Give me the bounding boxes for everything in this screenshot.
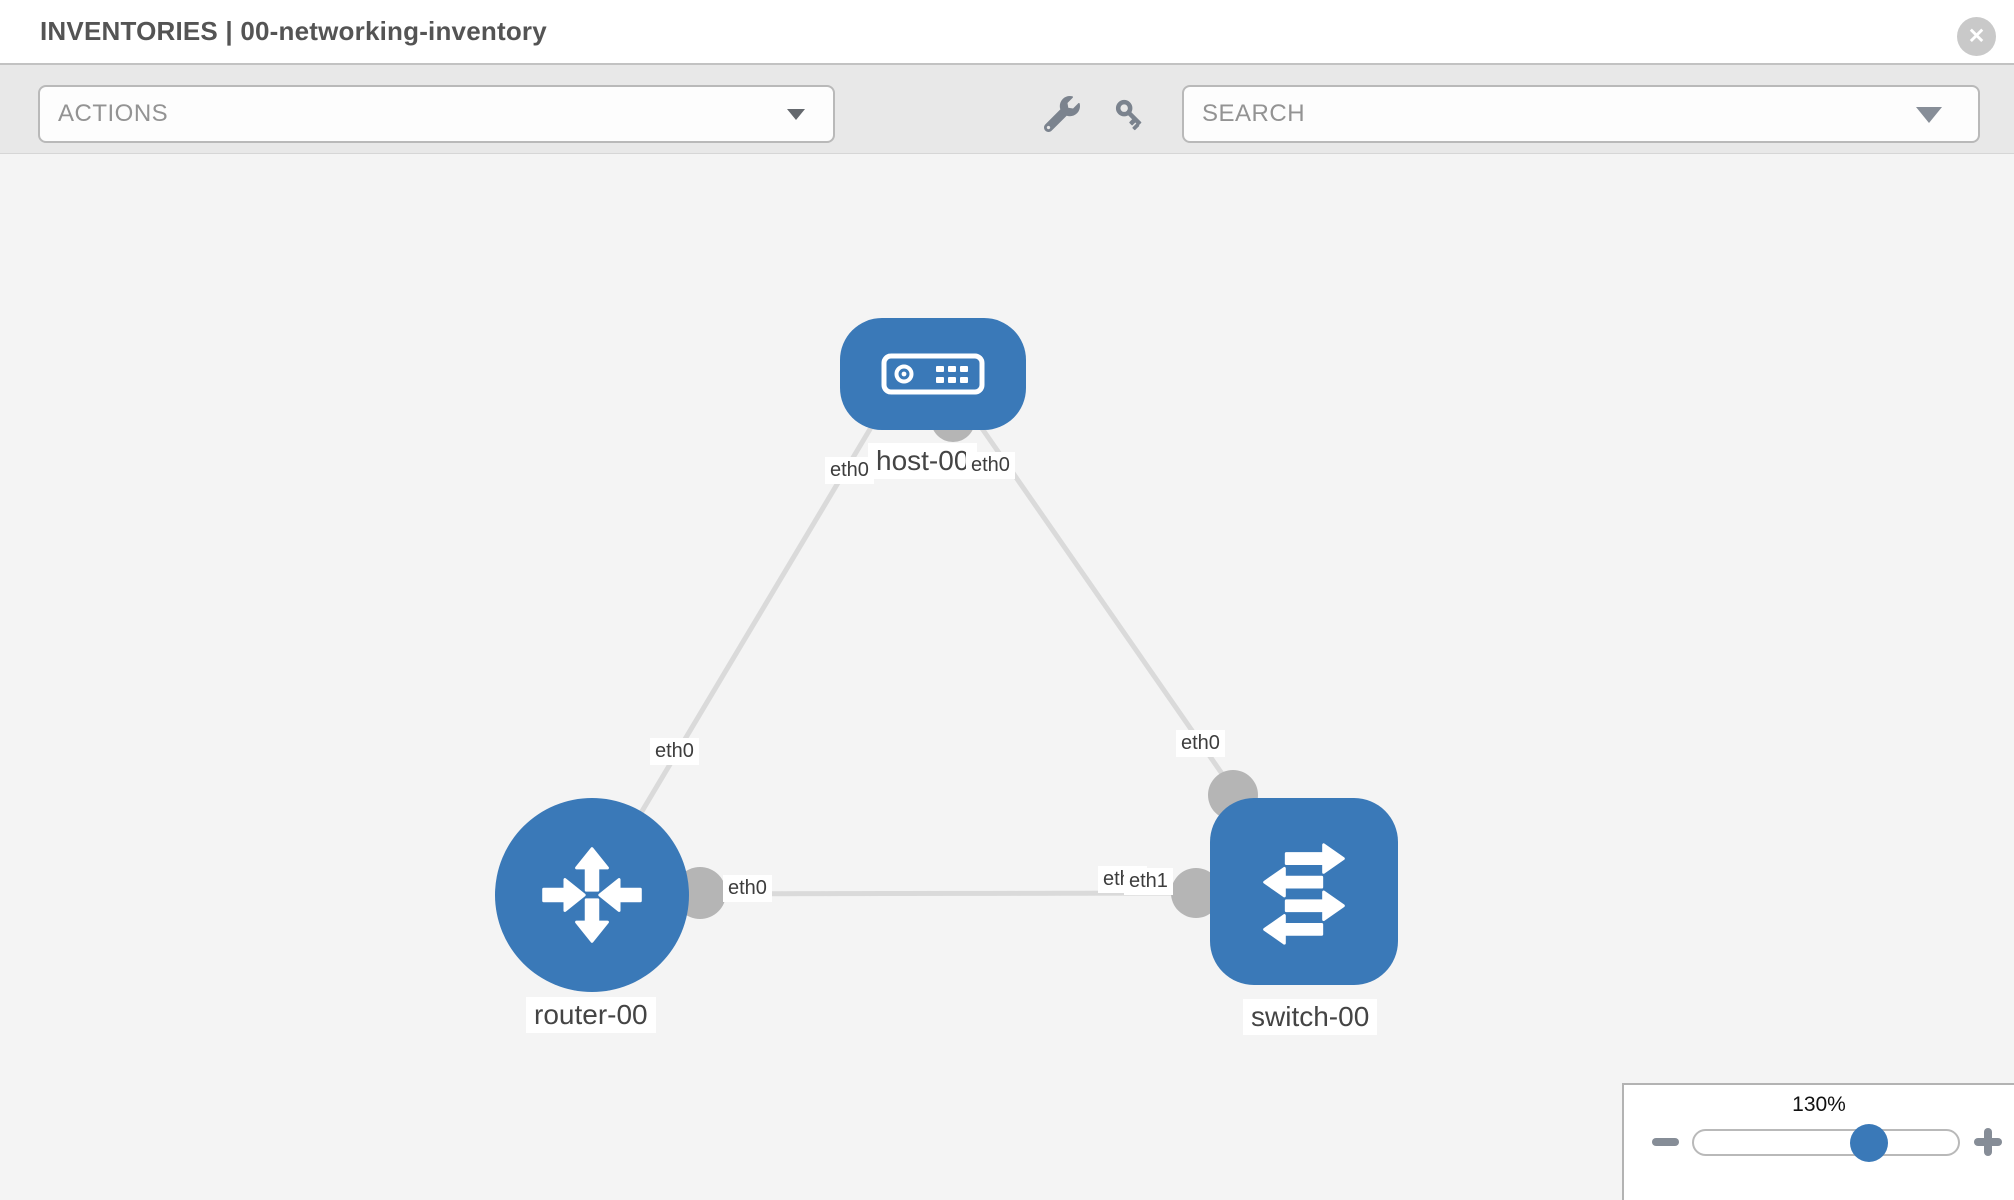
server-icon [881, 353, 985, 395]
iface-label-switch-top: eth0 [1176, 730, 1225, 757]
key-icon [1115, 99, 1142, 131]
toolbar: ACTIONS SEARCH [0, 63, 2014, 154]
iface-label-host-left: eth0 [825, 457, 874, 484]
node-label-router-00: router-00 [526, 997, 656, 1033]
close-button[interactable]: ✕ [1957, 17, 1996, 56]
search-dropdown[interactable]: SEARCH [1182, 85, 1980, 143]
header: INVENTORIES | 00-networking-inventory ✕ [0, 0, 2014, 63]
zoom-slider[interactable] [1692, 1124, 1960, 1162]
zoom-level-value: 130% [1792, 1093, 1846, 1116]
page-title: INVENTORIES | 00-networking-inventory [40, 16, 547, 47]
node-label-host-00: host-00 [868, 443, 978, 479]
chevron-down-icon [1916, 107, 1942, 123]
node-router-00[interactable] [495, 798, 689, 992]
wrench-icon [1043, 96, 1080, 133]
iface-label-router-right: eth0 [723, 875, 772, 902]
chevron-down-icon [787, 109, 805, 120]
node-host-00[interactable] [840, 318, 1026, 430]
zoom-slider-thumb[interactable] [1850, 1124, 1888, 1162]
inventory-name: 00-networking-inventory [240, 16, 547, 46]
topology-links-layer [589, 398, 1258, 919]
zoom-out-button[interactable] [1652, 1138, 1679, 1146]
close-icon: ✕ [1967, 25, 1986, 48]
configure-button[interactable] [1043, 96, 1080, 133]
iface-label-router-top: eth0 [650, 738, 699, 765]
credentials-button[interactable] [1112, 96, 1148, 132]
port-switch-left-eth[interactable] [1171, 868, 1221, 918]
node-switch-00[interactable] [1210, 798, 1398, 985]
actions-dropdown[interactable]: ACTIONS [38, 85, 835, 143]
iface-label-host-right: eth0 [966, 452, 1015, 479]
actions-dropdown-label: ACTIONS [58, 100, 169, 127]
zoom-in-button[interactable] [1974, 1128, 2002, 1156]
router-arrows-icon [542, 847, 642, 943]
switch-arrows-icon [1263, 842, 1345, 945]
breadcrumb-section: INVENTORIES [40, 16, 218, 46]
iface-label-switch-left-front: eth1 [1124, 868, 1173, 895]
search-placeholder: SEARCH [1202, 100, 1306, 127]
node-label-switch-00: switch-00 [1243, 999, 1378, 1035]
breadcrumb-separator: | [225, 16, 233, 46]
topology-canvas[interactable]: host-00 router-00 switch-00 eth0 eth0 et… [0, 154, 2014, 1200]
zoom-control-panel: 130% [1622, 1083, 2014, 1200]
